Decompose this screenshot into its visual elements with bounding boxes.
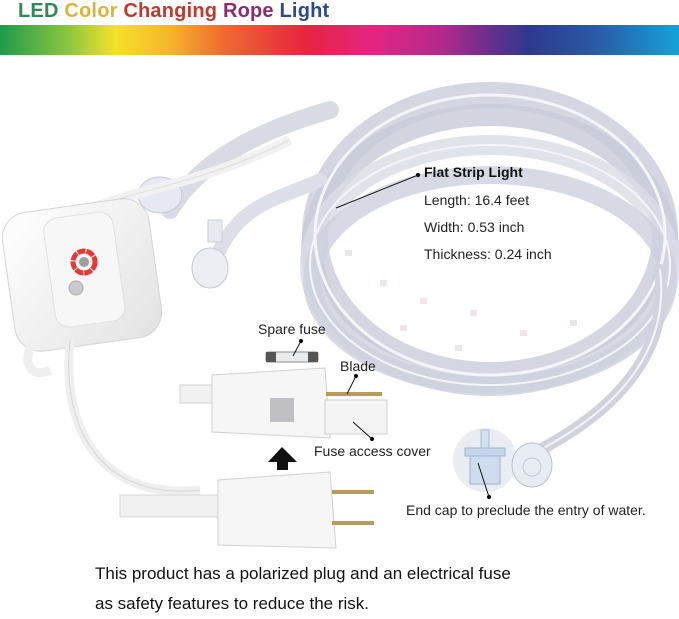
title-word-color: Color: [64, 0, 118, 22]
spec-width: Width: 0.53 inch: [424, 219, 525, 235]
spec-title: Flat Strip Light: [424, 164, 523, 180]
end-cap-inset: [453, 428, 553, 492]
title-word-led: LED: [18, 0, 59, 22]
spec-thickness: Thickness: 0.24 inch: [424, 246, 552, 262]
product-title: LED Color Changing Rope Light: [18, 0, 329, 23]
title-word-light: Light: [279, 0, 330, 22]
callout-end-cap: End cap to preclude the entry of water.: [406, 502, 646, 518]
arrow-up-icon: [268, 447, 297, 470]
fuse-plug: [179, 367, 388, 439]
callout-blade: Blade: [340, 358, 376, 374]
rope-coil: [161, 82, 679, 461]
connector-plug-end: [191, 219, 229, 289]
safety-statement-line-2: as safety features to reduce the risk.: [95, 594, 370, 613]
color-wheel: [70, 248, 98, 276]
callout-fuse-access-cover: Fuse access cover: [314, 443, 431, 459]
title-word-changing: Changing: [123, 0, 218, 22]
spare-fuse: [265, 351, 319, 363]
rainbow-banner: [0, 25, 679, 55]
controller-box: [1, 198, 163, 352]
product-illustration: [1, 82, 679, 549]
title-word-rope: Rope: [222, 0, 274, 22]
callout-spare-fuse: Spare fuse: [258, 321, 326, 337]
polarized-plug: [119, 471, 374, 549]
spec-length: Length: 16.4 feet: [424, 192, 530, 208]
led-chips: [345, 250, 577, 351]
safety-statement-line-1: This product has a polarized plug and an…: [95, 564, 511, 583]
